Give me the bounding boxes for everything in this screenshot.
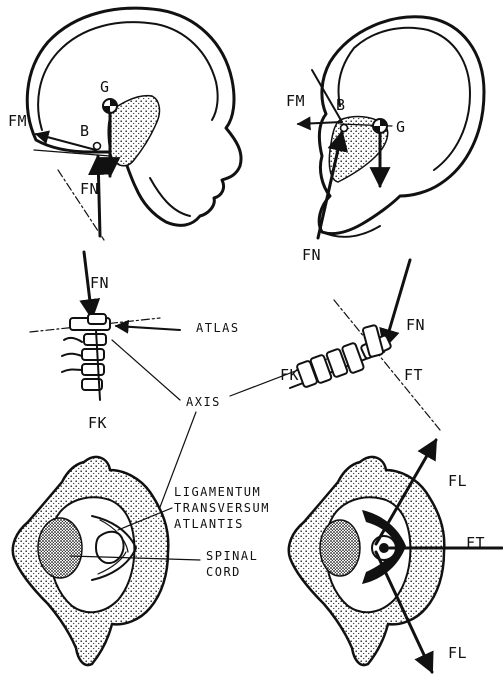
left-spine-label-fk: FK [88,414,107,432]
right-label-ft: FT [466,534,485,552]
left-label-b: B [80,122,90,140]
left-atlas-dens [96,532,124,563]
left-label-fn: FN [80,180,99,198]
label-ligament-3: ATLANTIS [174,517,244,531]
label-atlas: ATLAS [196,321,240,335]
right-vertebrae [296,325,391,388]
right-atlas-spinal-cord [320,520,360,576]
right-spine: FN FK FT [280,260,440,430]
left-skull-jaw [150,178,190,216]
right-label-g: G [396,118,406,136]
right-spine-label-fk: FK [280,366,299,384]
left-skull-forces: FM B G FN [8,78,117,236]
right-spine-label-ft: FT [404,366,423,384]
right-label-b: B [336,96,346,114]
right-skull-jaw [322,226,380,237]
right-label-fl-bottom: FL [448,644,467,662]
right-b-pivot [341,125,348,132]
label-spinal-2: CORD [206,565,241,579]
left-atlas-spinal-cord [38,518,82,578]
right-label-fn: FN [302,246,321,264]
label-ligament-1: LIGAMENTUM [174,485,261,499]
left-spine-ft-line [116,326,180,330]
left-label-g: G [100,78,110,96]
right-spine-label-fn: FN [406,316,425,334]
left-spine: FN FK [30,252,180,432]
left-spine-label-fn: FN [90,274,109,292]
label-ligament-2: TRANSVERSUM [174,501,270,515]
right-spine-fn-arrow [384,260,410,348]
right-label-fl-top: FL [448,472,467,490]
left-vertebrae [62,314,110,390]
label-spinal-1: SPINAL [206,549,258,563]
left-skull [27,8,241,240]
label-axis: AXIS [186,395,221,409]
left-b-pivot [94,143,101,150]
axis-pointer-left [112,340,180,400]
left-label-fm: FM [8,112,27,130]
right-fm-arrow-1 [298,122,342,124]
right-label-fm: FM [286,92,305,110]
left-atlas: LIGAMENTUM TRANSVERSUM ATLANTIS SPINAL C… [13,457,270,665]
right-atlas: FL FT FL [289,440,502,672]
